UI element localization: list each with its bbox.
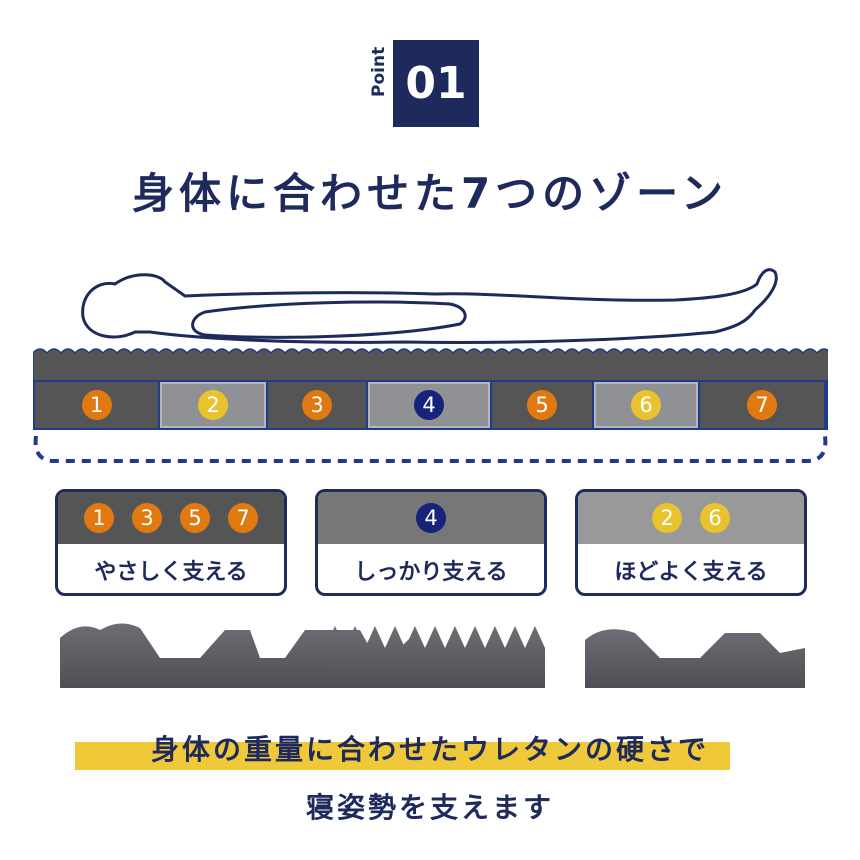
zone-number-badge: 5	[527, 390, 557, 420]
zone-1: 1	[35, 382, 160, 428]
zone-number-badge: 4	[416, 503, 446, 533]
mattress-zones: 1 2 3 4 5 6 7	[33, 380, 828, 430]
zone-number-badge: 2	[198, 390, 228, 420]
zone-6: 6	[594, 382, 700, 428]
support-card: 4 しっかり支える	[315, 489, 547, 596]
zone-number-badge: 6	[631, 390, 661, 420]
zone-5: 5	[492, 382, 594, 428]
bottom-text-line1: 身体の重量に合わせたウレタンの硬さで	[150, 733, 709, 766]
card-label: しっかり支える	[354, 560, 508, 585]
zone-number-badge: 1	[81, 390, 112, 420]
zone-2: 2	[160, 382, 268, 428]
text-highlight	[75, 742, 730, 770]
foam-medium	[585, 629, 805, 688]
card-zone-numbers: 4	[318, 492, 544, 544]
foam-firm	[325, 626, 545, 688]
zone-number-badge: 7	[747, 390, 777, 420]
zone-number-badge: 1	[84, 503, 114, 533]
mattress-top-wave	[33, 348, 828, 382]
zone-number-badge: 6	[700, 503, 730, 533]
zone-number-badge: 3	[132, 503, 162, 533]
bottom-text-line2: 寝姿勢を支えます	[305, 791, 554, 824]
card-label: ほどよく支える	[614, 560, 768, 585]
zone-number-badge: 7	[228, 503, 258, 533]
zone-number-badge: 4	[414, 390, 444, 420]
zone-number-badge: 2	[652, 503, 682, 533]
zone-number-badge: 5	[180, 503, 210, 533]
foam-samples	[60, 623, 805, 688]
dashed-bracket	[33, 435, 828, 463]
zone-number-badge: 3	[302, 390, 332, 420]
body-outline-illustration	[81, 268, 778, 345]
point-label: Point	[369, 46, 389, 97]
point-number-badge: 01	[393, 40, 479, 127]
page-title: 身体に合わせた7つのゾーン	[131, 169, 729, 218]
zone-4: 4	[368, 382, 492, 428]
zone-3: 3	[268, 382, 368, 428]
card-label: やさしく支える	[94, 560, 248, 585]
zone-7: 7	[700, 382, 826, 428]
